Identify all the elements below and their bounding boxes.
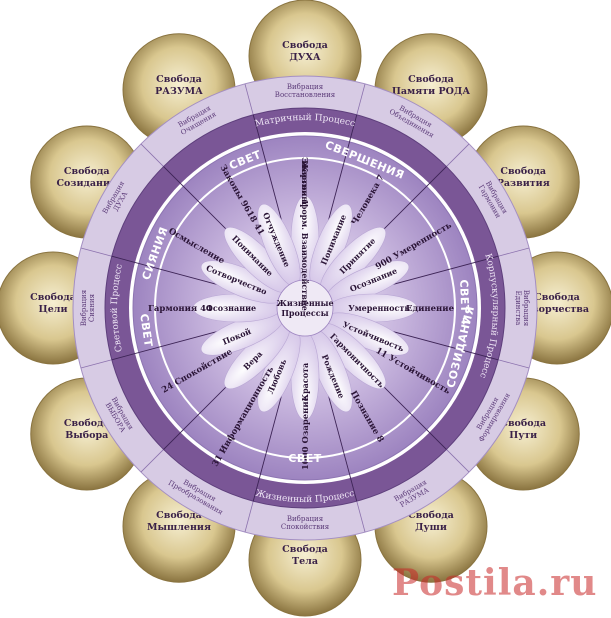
petal-label-line: Души (415, 522, 447, 533)
petal-label-line: Свобода (64, 166, 110, 177)
petal-label-line: Свобода (282, 544, 328, 555)
petal-label-line: Свобода (282, 40, 328, 51)
petal-label-line: Развития (497, 178, 550, 189)
petal-label-line: Свобода (156, 510, 202, 521)
ring-label-line: Спокойствия (281, 523, 330, 531)
ring-spoke (356, 501, 366, 533)
ring-spoke (356, 83, 366, 115)
ring-spoke (244, 501, 254, 533)
center-line-1: Жизненные (276, 298, 333, 308)
petal-label-line: Пути (509, 430, 537, 441)
inner-petal-label: Энергоинформ. Взаимодействие (300, 157, 310, 311)
petal-label-line: Созидания (57, 178, 118, 189)
ring-label-line: Восстановления (275, 91, 336, 99)
inner-petal-label: Красота (300, 363, 310, 401)
sector-label: Единение (406, 304, 455, 314)
petal-label-line: Выбора (65, 430, 108, 441)
petal-label-line: Памяти РОДА (392, 86, 471, 97)
petal-label-line: Свобода (534, 292, 580, 303)
ring-spoke (140, 449, 164, 473)
ring-label-line: Вибрация (287, 83, 324, 91)
svet-label-left_b: СВЕТ (137, 313, 155, 348)
petal-label-line: Свобода (30, 292, 76, 303)
ring-spoke (498, 247, 530, 257)
ring-label-line: Единства (514, 291, 522, 326)
ring-spoke (446, 143, 470, 167)
band-label-left: Световой Процесс (110, 263, 125, 353)
ring-label-line: Вибрация (80, 289, 88, 326)
sector-label: Жизни 1 (299, 161, 309, 205)
petal-label-line: Творчества (525, 304, 589, 315)
petal-label-line: Свобода (500, 418, 546, 429)
petal-label-line: Цели (39, 304, 68, 315)
ring-spoke (498, 359, 530, 369)
ring-label-line: Вибрация (522, 290, 530, 327)
disc-inner-rim (154, 157, 456, 459)
svet-label-right_a: СВЕТ 4 (457, 279, 472, 325)
petal-label-line: Свобода (500, 166, 546, 177)
petal-label-line: Свобода (408, 74, 454, 85)
ring-label-line: Сияния (88, 293, 96, 322)
petal-label-line: Свобода (64, 418, 110, 429)
ring-spoke (244, 83, 254, 115)
ring-label-line: Вибрация (287, 515, 324, 523)
center-line-2: Процессы (281, 308, 328, 318)
petal-label-line: Мышления (147, 522, 211, 533)
petal-label-line: РАЗУМА (155, 86, 203, 97)
sector-label: 1000 Озарение (301, 395, 311, 470)
ring-spoke (80, 247, 112, 257)
ring-spoke (140, 143, 164, 167)
band-label-path: Световой Процесс (110, 263, 125, 353)
watermark: Postila.ru (392, 562, 598, 604)
center-core (276, 279, 334, 337)
ring-spoke (446, 449, 470, 473)
sector-label: Гармония 44 (148, 304, 212, 314)
petal-label-line: Тела (292, 556, 318, 567)
petal-label-line: Свобода (156, 74, 202, 85)
inner-petal-label: Умеренность (348, 303, 410, 313)
petal-label-line: Свобода (408, 510, 454, 521)
svet-label-bottom: СВЕТ (288, 452, 321, 465)
ring-label: ВибрацияСияния (80, 289, 96, 326)
inner-petal-label: Осознание (206, 303, 256, 313)
ring-spoke (80, 359, 112, 369)
ring-label: ВибрацияЕдинства (514, 290, 530, 327)
petal-label-line: ДУХА (289, 52, 321, 63)
